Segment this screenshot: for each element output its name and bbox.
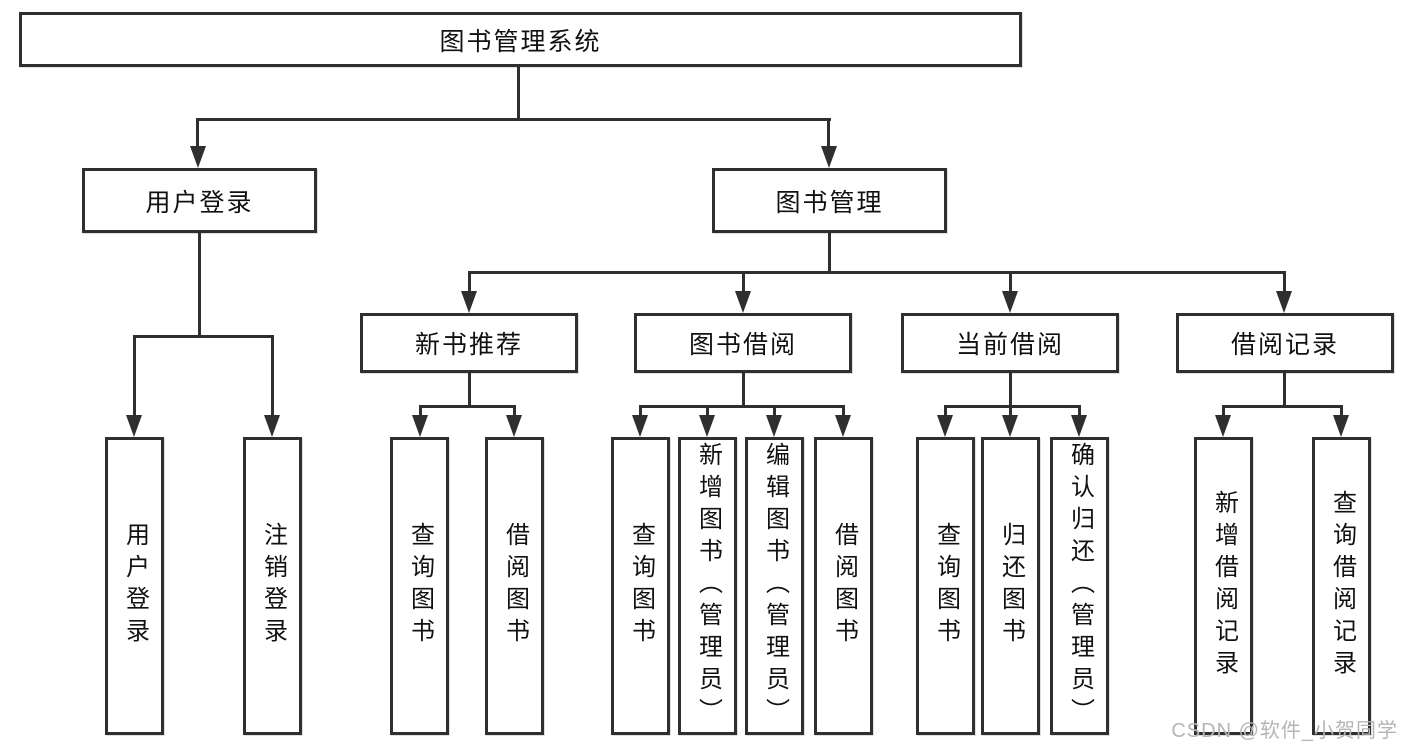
node-label: 新书推荐	[414, 331, 523, 359]
line	[706, 405, 709, 419]
leaf-label: 新增借阅记录	[1210, 490, 1238, 682]
leaf-label: 编辑图书（管理员）	[761, 442, 789, 730]
node-label: 图书管理	[775, 188, 884, 217]
arrow-down-icon	[1071, 415, 1087, 437]
arrow-down-icon	[835, 415, 851, 437]
leaf-borrow-books: 借阅图书	[814, 437, 873, 735]
leaf-label: 新增图书（管理员）	[694, 442, 722, 730]
node-current-borrow: 当前借阅	[901, 313, 1119, 373]
leaf-confirm-return-admin: 确认归还（管理员）	[1050, 437, 1109, 735]
line	[419, 405, 422, 419]
line	[827, 118, 830, 152]
arrow-down-icon	[461, 291, 477, 313]
arrow-down-icon	[937, 415, 953, 437]
line	[133, 335, 274, 338]
leaf-add-books-admin: 新增图书（管理员）	[678, 437, 737, 735]
line	[198, 233, 201, 335]
node-library-management-system: 图书管理系统	[19, 12, 1022, 67]
line	[1009, 271, 1012, 295]
csdn-watermark: CSDN @软件_小贺同学	[1171, 720, 1398, 742]
node-label: 用户登录	[145, 188, 254, 217]
node-borrow-record: 借阅记录	[1176, 313, 1394, 373]
leaf-label: 查询图书	[932, 522, 960, 650]
arrow-down-icon	[1002, 291, 1018, 313]
leaf-label: 确认归还（管理员）	[1066, 442, 1094, 730]
line	[944, 405, 947, 419]
line	[468, 373, 471, 405]
line	[133, 335, 136, 420]
line	[1009, 373, 1012, 405]
leaf-add-borrow-record: 新增借阅记录	[1194, 437, 1253, 735]
line	[1009, 405, 1012, 419]
leaf-user-login: 用户登录	[105, 437, 164, 735]
line	[196, 118, 199, 152]
arrow-down-icon	[1276, 291, 1292, 313]
line	[517, 67, 520, 118]
line	[1283, 373, 1286, 405]
line	[419, 405, 516, 408]
leaf-return-books: 归还图书	[981, 437, 1040, 735]
leaf-logout: 注销登录	[243, 437, 302, 735]
arrow-down-icon	[699, 415, 715, 437]
node-label: 借阅记录	[1230, 331, 1339, 359]
arrow-down-icon	[264, 415, 280, 437]
leaf-edit-books-admin: 编辑图书（管理员）	[745, 437, 804, 735]
leaf-label: 用户登录	[121, 522, 149, 650]
leaf-recommend-borrow-books: 借阅图书	[485, 437, 544, 735]
arrow-down-icon	[506, 415, 522, 437]
arrow-down-icon	[766, 415, 782, 437]
node-label: 当前借阅	[955, 331, 1064, 359]
line	[1340, 405, 1343, 419]
arrow-down-icon	[735, 291, 751, 313]
node-book-borrow: 图书借阅	[634, 313, 852, 373]
node-label: 图书借阅	[688, 331, 797, 359]
node-book-management: 图书管理	[712, 168, 947, 233]
leaf-recommend-query-books: 查询图书	[390, 437, 449, 735]
line	[773, 405, 776, 419]
leaf-label: 查询图书	[627, 522, 655, 650]
leaf-borrow-query-books: 查询图书	[611, 437, 670, 735]
arrow-down-icon	[412, 415, 428, 437]
line	[468, 271, 471, 295]
arrow-down-icon	[632, 415, 648, 437]
line	[513, 405, 516, 419]
line	[742, 373, 745, 405]
leaf-label: 注销登录	[259, 522, 287, 650]
line	[271, 335, 274, 420]
arrow-down-icon	[190, 146, 206, 168]
node-label: 图书管理系统	[439, 27, 602, 56]
line	[1078, 405, 1081, 419]
leaf-label: 借阅图书	[830, 522, 858, 650]
leaf-label: 查询图书	[406, 522, 434, 650]
line	[468, 271, 1286, 274]
leaf-query-borrow-record: 查询借阅记录	[1312, 437, 1371, 735]
line	[742, 271, 745, 295]
line	[639, 405, 642, 419]
arrow-down-icon	[821, 146, 837, 168]
leaf-label: 归还图书	[997, 522, 1025, 650]
line	[944, 405, 1081, 408]
arrow-down-icon	[1002, 415, 1018, 437]
arrow-down-icon	[126, 415, 142, 437]
line	[1222, 405, 1343, 408]
leaf-label: 查询借阅记录	[1328, 490, 1356, 682]
line	[639, 405, 845, 408]
line	[197, 118, 831, 121]
line	[1222, 405, 1225, 419]
node-new-book-recommend: 新书推荐	[360, 313, 578, 373]
line	[828, 233, 831, 271]
line	[842, 405, 845, 419]
leaf-label: 借阅图书	[501, 522, 529, 650]
arrow-down-icon	[1215, 415, 1231, 437]
line	[1283, 271, 1286, 295]
node-user-login: 用户登录	[82, 168, 317, 233]
leaf-current-query-books: 查询图书	[916, 437, 975, 735]
arrow-down-icon	[1333, 415, 1349, 437]
